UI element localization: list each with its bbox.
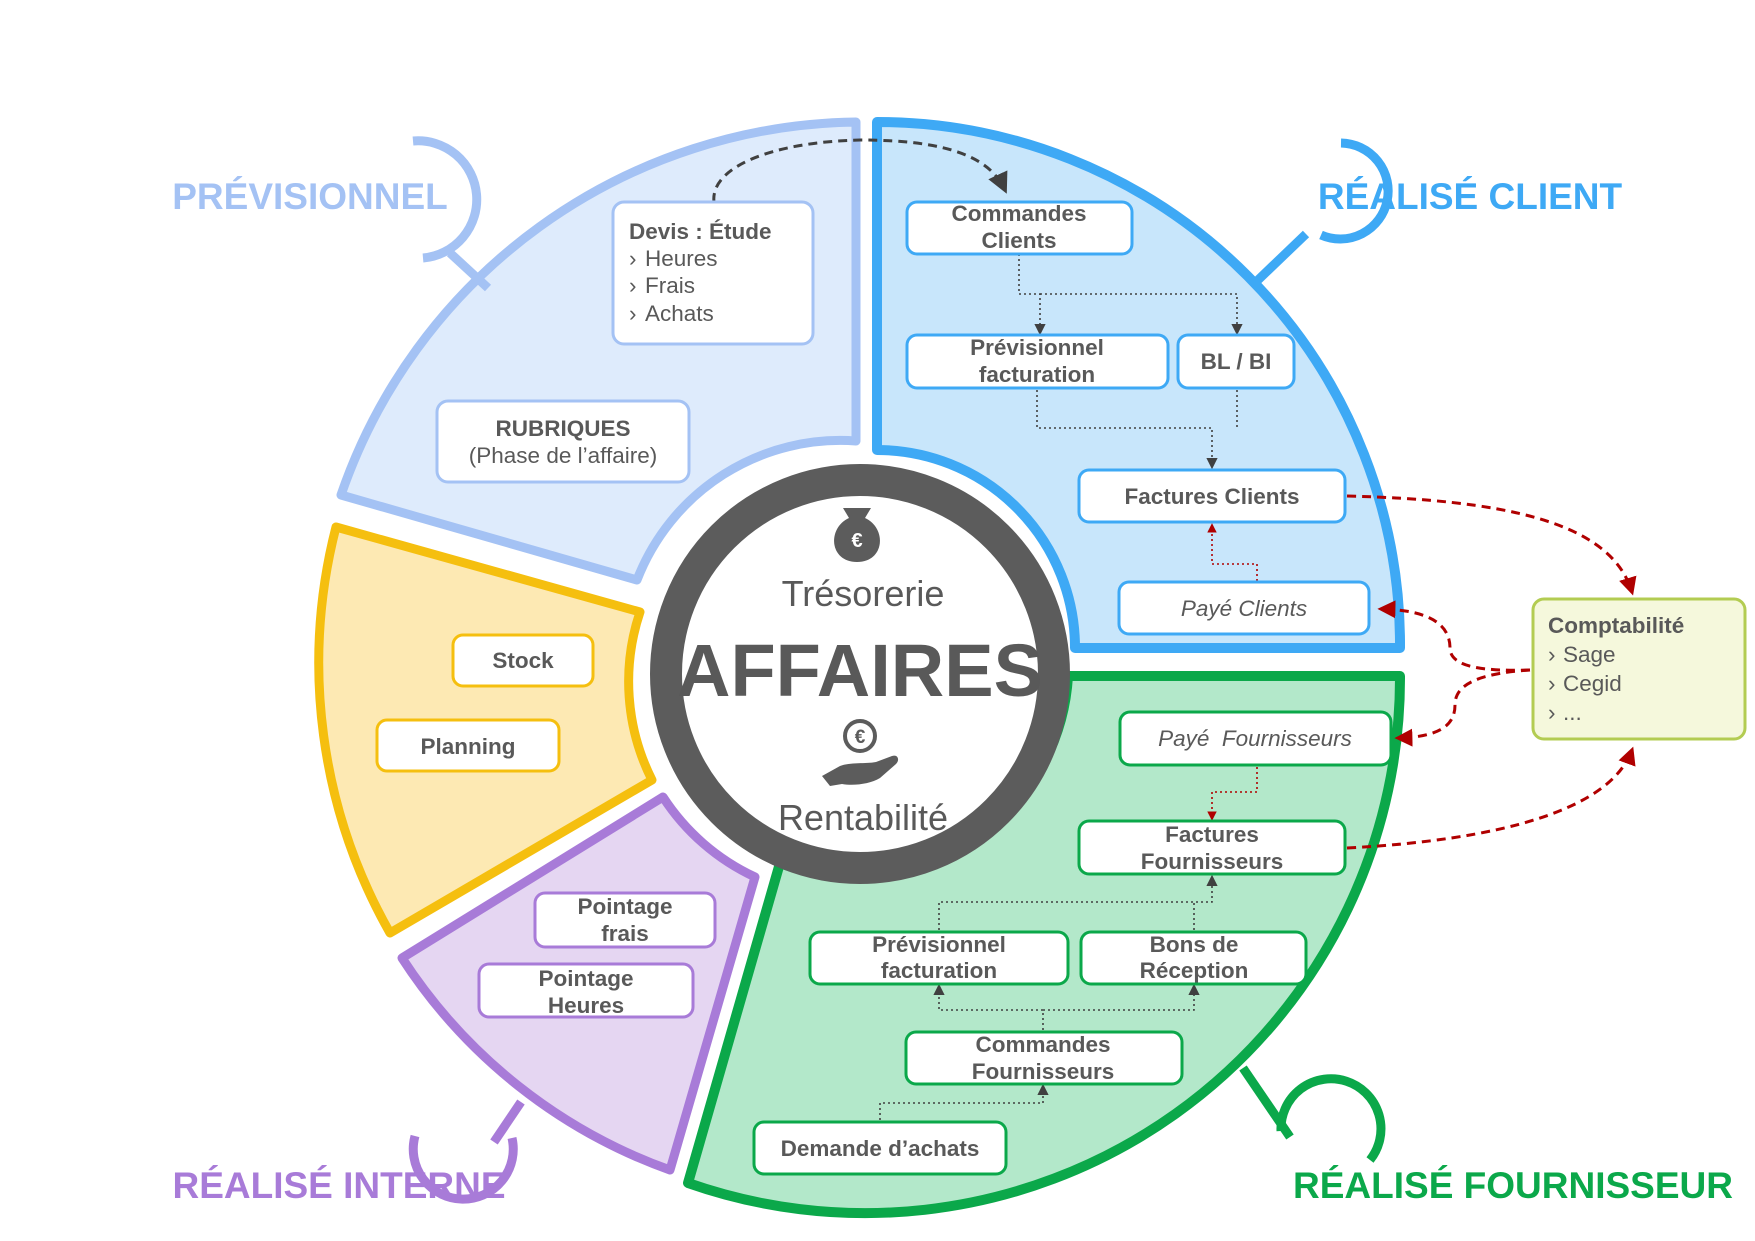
- commandes-fournisseurs-line2: Fournisseurs: [972, 1059, 1115, 1084]
- money-bag-euro-icon: €: [834, 508, 880, 562]
- client-flow-connectors: [1018, 254, 1243, 470]
- devis-item-bullet: ›: [629, 301, 637, 326]
- devis-to-commandes-arrow: [712, 138, 1008, 203]
- factures-fournisseurs-line1: Factures: [1165, 822, 1259, 847]
- comptabilite-item-bullet: ›: [1548, 671, 1556, 696]
- commandes-fournisseurs-line1: Commandes: [975, 1032, 1110, 1057]
- pointage-heures-line1: Pointage: [538, 966, 633, 991]
- client-previsionnel-facturation-line2: facturation: [979, 362, 1095, 387]
- pointage-heures-box[interactable]: Pointage Heures: [477, 962, 695, 1019]
- paye-fournisseurs-label: Payé Fournisseurs: [1158, 726, 1352, 751]
- previsionnel-ring: [412, 136, 482, 263]
- commandes-clients-line1: Commandes: [951, 201, 1086, 226]
- realise-client-title-group: RÉALISÉ CLIENT: [1254, 138, 1623, 284]
- comptabilite-box[interactable]: Comptabilité › Sage › Cegid › ...: [1531, 597, 1747, 741]
- realise-interne-ring: [408, 1134, 518, 1204]
- comptabilite-flow-connectors: [1346, 494, 1637, 850]
- stock-label: Stock: [492, 648, 554, 673]
- factures-fournisseurs-box[interactable]: Factures Fournisseurs: [1077, 819, 1347, 876]
- stock-box[interactable]: Stock: [451, 633, 595, 688]
- fourn-previsionnel-facturation-line2: facturation: [881, 958, 997, 983]
- devis-item-frais: Frais: [645, 273, 695, 298]
- rentabilite-label: Rentabilité: [778, 797, 948, 838]
- comptabilite-title: Comptabilité: [1548, 613, 1684, 638]
- affaires-title: AFFAIRES: [677, 629, 1043, 712]
- realise-client-ring: [1319, 138, 1393, 244]
- factures-clients-box[interactable]: Factures Clients: [1077, 468, 1347, 524]
- client-previsionnel-facturation-line1: Prévisionnel: [970, 335, 1104, 360]
- bons-reception-box[interactable]: Bons de Réception: [1079, 930, 1308, 986]
- devis-item-achats: Achats: [645, 301, 714, 326]
- realise-fournisseur-title: RÉALISÉ FOURNISSEUR: [1293, 1165, 1733, 1206]
- hand-euro-icon: €: [822, 719, 899, 786]
- realise-fournisseur-title-group: RÉALISÉ FOURNISSEUR: [1239, 1065, 1733, 1206]
- previsionnel-title: PRÉVISIONNEL: [172, 176, 448, 217]
- factures-fournisseurs-line2: Fournisseurs: [1141, 849, 1284, 874]
- pointage-heures-line2: Heures: [548, 993, 624, 1018]
- comptabilite-item-bullet: ›: [1548, 642, 1556, 667]
- client-previsionnel-facturation-box[interactable]: Prévisionnel facturation: [905, 333, 1170, 390]
- fournisseur-flow-connectors: [879, 874, 1218, 1120]
- svg-text:€: €: [851, 530, 862, 552]
- rubriques-box[interactable]: RUBRIQUES (Phase de l’affaire): [435, 399, 691, 484]
- svg-text:€: €: [855, 727, 866, 748]
- comptabilite-item-sage: Sage: [1563, 642, 1616, 667]
- rubriques-subtitle: (Phase de l’affaire): [469, 443, 657, 468]
- bons-reception-line1: Bons de: [1150, 932, 1239, 957]
- realise-interne-title: RÉALISÉ INTERNE: [172, 1165, 505, 1206]
- devis-etude-box[interactable]: Devis : Étude › Heures › Frais › Achats: [611, 200, 815, 346]
- center-hub: € Trésorerie AFFAIRES € Rentabilité: [650, 464, 1070, 884]
- devis-item-bullet: ›: [629, 246, 637, 271]
- demande-achats-label: Demande d’achats: [781, 1136, 980, 1161]
- paye-clients-to-factures-arrow: [1207, 523, 1258, 581]
- factures-clients-label: Factures Clients: [1124, 484, 1299, 509]
- bl-bi-label: BL / BI: [1201, 349, 1272, 374]
- demande-achats-box[interactable]: Demande d’achats: [752, 1120, 1008, 1176]
- fourn-previsionnel-facturation-box[interactable]: Prévisionnel facturation: [808, 930, 1070, 986]
- commandes-clients-box[interactable]: Commandes Clients: [905, 200, 1134, 256]
- paye-clients-label: Payé Clients: [1181, 596, 1307, 621]
- pointage-frais-line2: frais: [601, 921, 649, 946]
- planning-label: Planning: [421, 734, 516, 759]
- bons-reception-line2: Réception: [1140, 958, 1249, 983]
- realise-interne-title-group: RÉALISÉ INTERNE: [172, 1099, 525, 1206]
- previsionnel-title-group: PRÉVISIONNEL: [172, 136, 492, 292]
- commandes-clients-line2: Clients: [981, 228, 1056, 253]
- paye-clients-box[interactable]: Payé Clients: [1117, 580, 1371, 636]
- realise-fournisseur-ring: [1276, 1074, 1386, 1163]
- fourn-previsionnel-facturation-line1: Prévisionnel: [872, 932, 1006, 957]
- devis-item-bullet: ›: [629, 273, 637, 298]
- pointage-frais-box[interactable]: Pointage frais: [533, 891, 717, 949]
- bl-bi-box[interactable]: BL / BI: [1176, 333, 1296, 390]
- commandes-fournisseurs-box[interactable]: Commandes Fournisseurs: [904, 1030, 1184, 1086]
- comptabilite-item-bullet: ›: [1548, 700, 1556, 725]
- realise-client-title: RÉALISÉ CLIENT: [1318, 176, 1623, 217]
- comptabilite-item-more: ...: [1563, 700, 1582, 725]
- paye-fournisseurs-box[interactable]: Payé Fournisseurs: [1118, 710, 1393, 767]
- devis-etude-title: Devis : Étude: [629, 219, 772, 244]
- planning-box[interactable]: Planning: [375, 718, 561, 773]
- comptabilite-item-cegid: Cegid: [1563, 671, 1622, 696]
- pointage-frais-line1: Pointage: [577, 894, 672, 919]
- tresorerie-label: Trésorerie: [782, 573, 945, 614]
- devis-item-heures: Heures: [645, 246, 718, 271]
- rubriques-title: RUBRIQUES: [495, 416, 630, 441]
